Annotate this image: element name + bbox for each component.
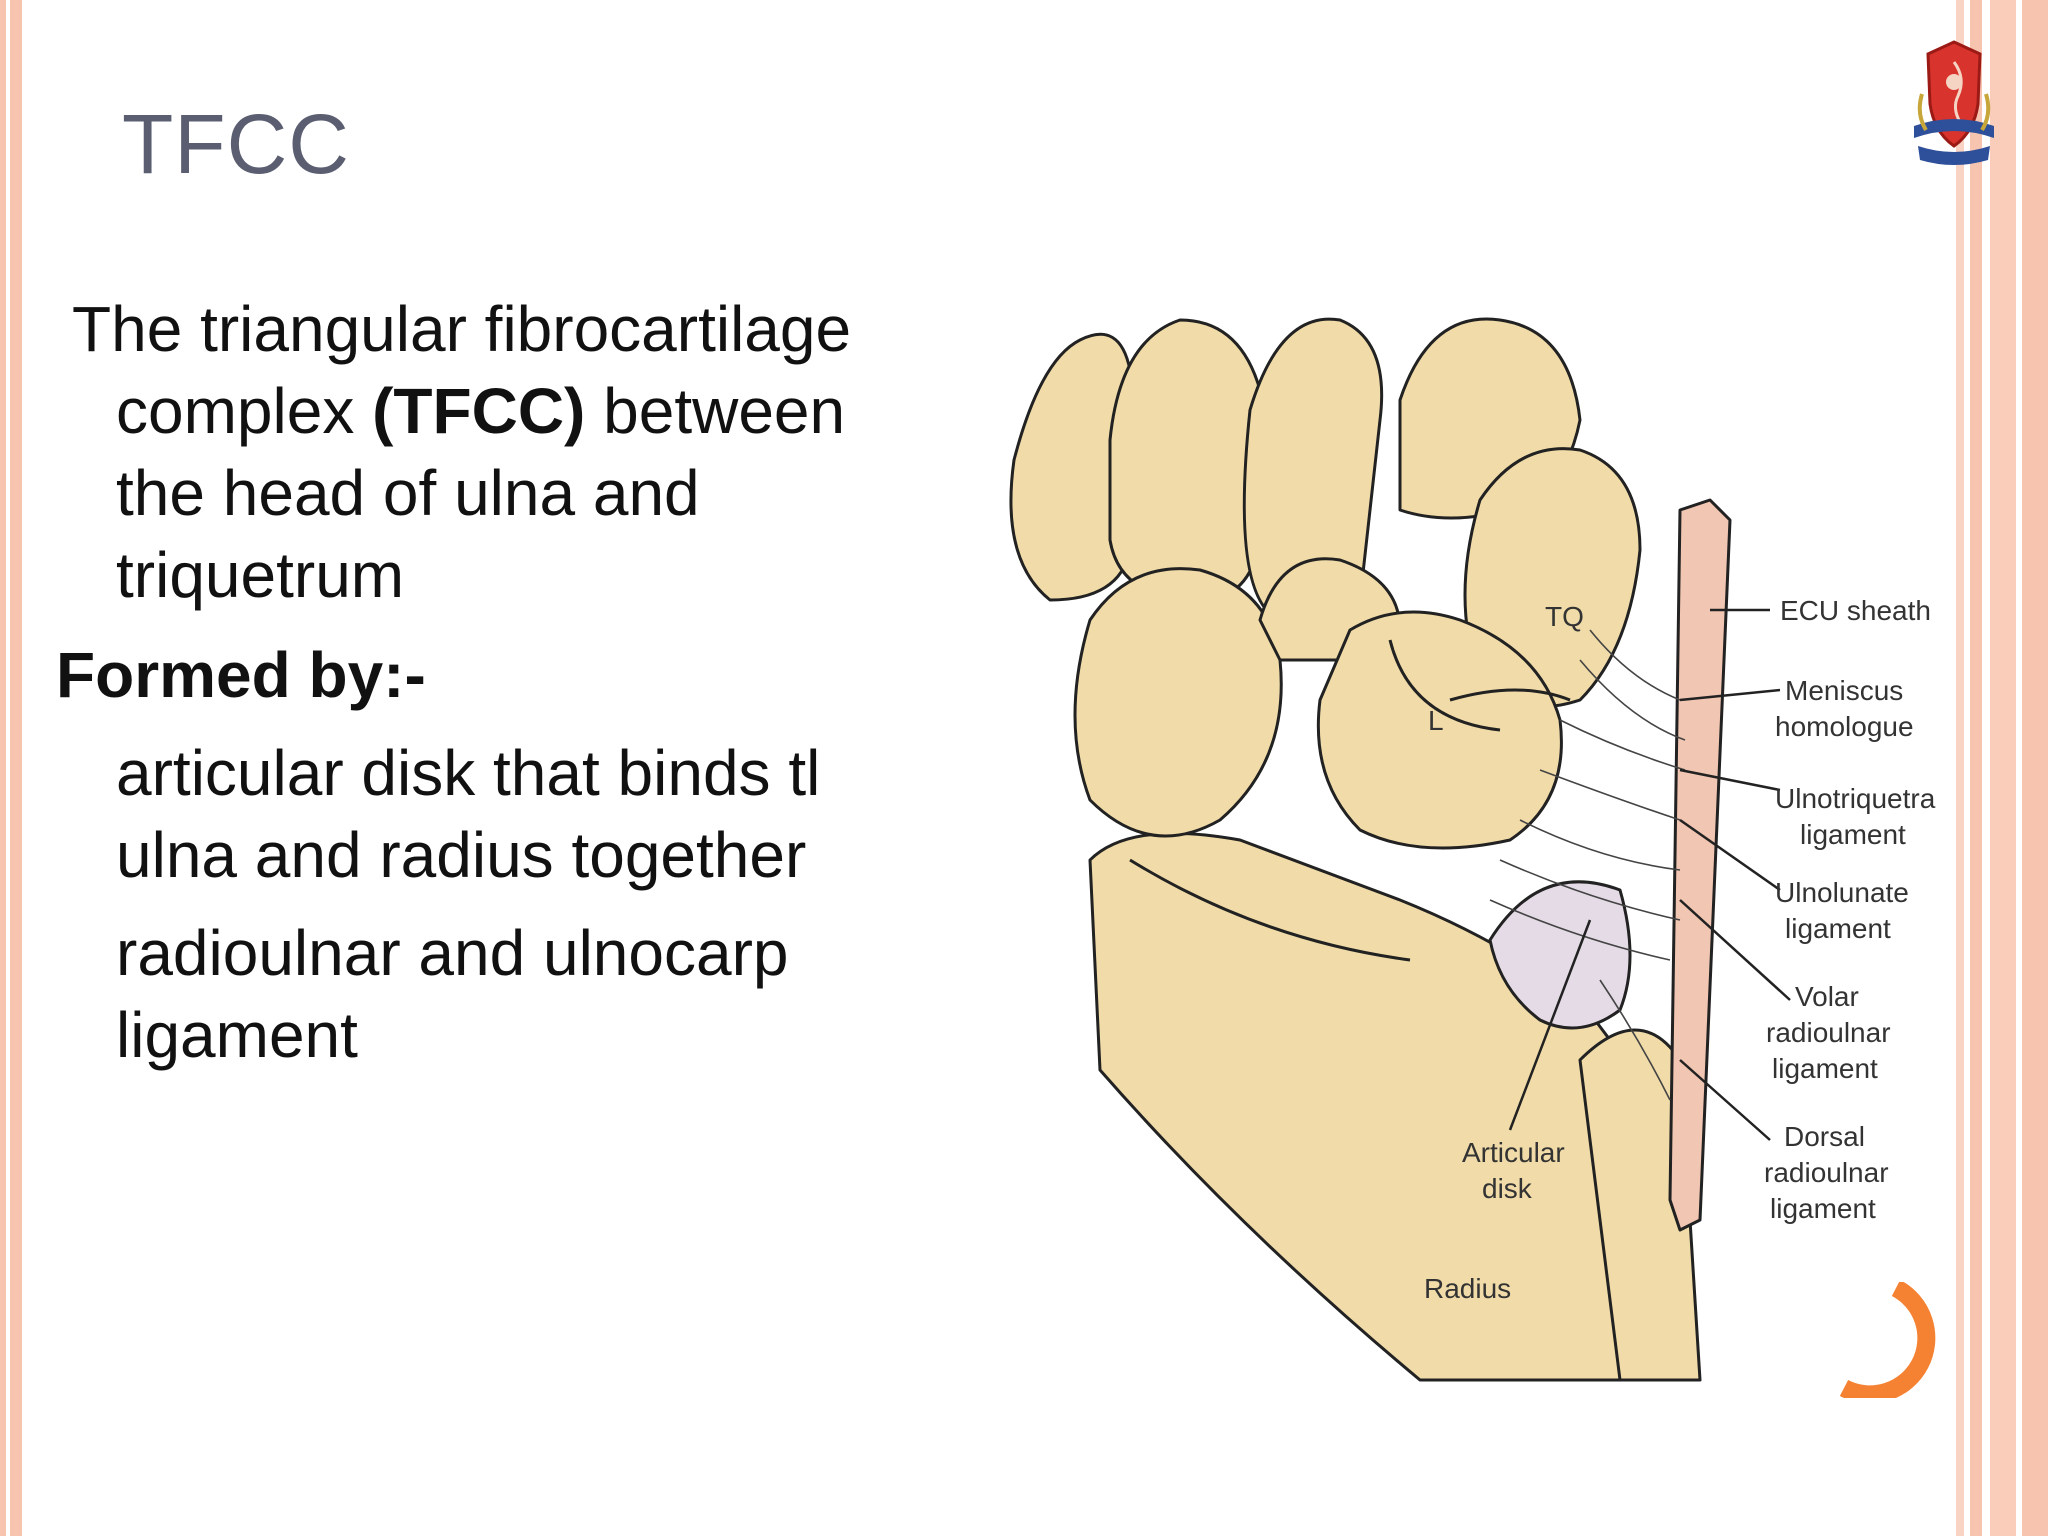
word: disk [361,737,476,809]
label-ulnotriq-1: Ulnotriquetra [1775,783,1936,814]
label-volar-1: Volar [1795,981,1859,1012]
slide-title: TFCC [122,97,350,191]
list-item-line-1: articular disk that binds tl [116,732,962,814]
slide-body: The triangular fibrocartilage complex (T… [56,288,906,1071]
word: articular [116,737,344,809]
intro-paragraph: The triangular fibrocartilage complex (T… [56,288,906,616]
articular-disk [1488,880,1632,1030]
label-dorsal-2: radioulnar [1764,1157,1889,1188]
label-ulnolunate-2: ligament [1785,913,1891,944]
intro-bold-acronym: (TFCC) [372,375,586,447]
formed-by-heading: Formed by:- [56,639,426,711]
hamate-bone [1073,567,1283,838]
label-articular-2: disk [1482,1173,1533,1204]
word: ulnocarp [542,917,789,989]
lunate-bone [1316,610,1563,850]
list-item: radioulnar and ulnocarp ligament [116,912,962,1076]
list-item: articular disk that binds tl ulna and ra… [116,732,962,896]
list-item-line-1: radioulnar and ulnocarp [116,912,962,994]
label-radius: Radius [1424,1273,1511,1304]
left-frame-border [0,0,22,1536]
right-frame-border [1956,0,2048,1536]
list-item-line-2: ligament [116,999,358,1071]
bone-2 [1108,318,1262,602]
intro-text-1: The triangular fibrocartilage complex [72,293,852,447]
word: that [493,737,600,809]
label-articular-1: Articular [1462,1137,1565,1168]
tfcc-anatomy-illustration: TQ L ECU sheath Meniscus homologue Ulnot… [1009,317,1936,1382]
label-dorsal-1: Dorsal [1784,1121,1865,1152]
label-meniscus-1: Meniscus [1785,675,1903,706]
list-item-line-2: ulna and radius together [116,819,807,891]
label-ulnotriq-2: ligament [1800,819,1906,850]
label-ecu-sheath: ECU sheath [1780,595,1931,626]
ecu-sheath [1668,498,1732,1232]
label-meniscus-2: homologue [1775,711,1914,742]
corner-arc-decoration [1839,1282,1936,1398]
label-volar-3: ligament [1772,1053,1878,1084]
label-tq: TQ [1545,601,1584,632]
word: radioulnar [116,917,401,989]
label-dorsal-3: ligament [1770,1193,1876,1224]
crest-logo [1914,40,1994,165]
word: and [418,917,526,989]
intro-text-2: between the head of ulna and triquetrum [116,375,846,611]
label-volar-2: radioulnar [1766,1017,1891,1048]
word: tl [788,737,821,809]
label-l: L [1428,705,1444,736]
label-ulnolunate-1: Ulnolunate [1775,877,1909,908]
word: binds [617,737,771,809]
